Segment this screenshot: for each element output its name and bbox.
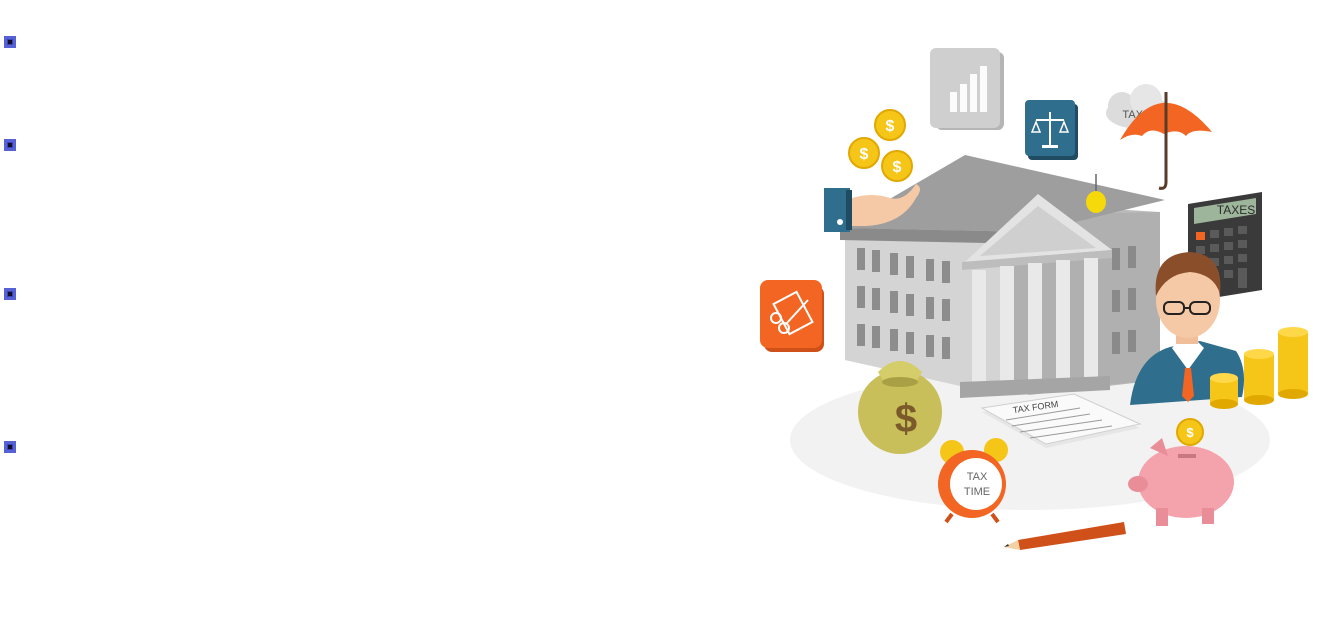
svg-text:$: $ — [886, 118, 895, 135]
tax-form-document-icon: TAX FORM — [980, 393, 1142, 448]
alarm-clock-icon: TAX TIME — [938, 438, 1008, 524]
coin-stack-icon — [1210, 327, 1308, 409]
bullet-marker-2 — [4, 139, 16, 151]
scissors-money-icon — [760, 280, 824, 352]
tax-illustration: $ $ $ TAXES — [760, 48, 1308, 550]
bullet-marker-4 — [4, 441, 16, 453]
bullet-marker-1 — [4, 36, 16, 48]
piggy-bank-icon: $ — [1128, 418, 1234, 526]
bar-chart-icon — [930, 48, 1004, 130]
svg-text:$: $ — [893, 159, 902, 176]
money-bag-icon: $ — [858, 361, 942, 454]
svg-text:TAX: TAX — [967, 471, 988, 483]
svg-text:$: $ — [860, 146, 869, 163]
coin-icon: $ — [881, 150, 913, 182]
svg-text:TAXES: TAXES — [1217, 203, 1255, 217]
coin-icon: $ — [874, 109, 906, 141]
hanging-coin-icon — [1086, 191, 1106, 213]
svg-text:TIME: TIME — [964, 486, 990, 498]
scales-justice-icon — [1025, 100, 1078, 160]
svg-text:$: $ — [1186, 425, 1194, 440]
coin-icon: $ — [848, 137, 880, 169]
bullet-marker-3 — [4, 288, 16, 300]
pencil-icon — [1004, 522, 1126, 550]
bank-building-icon — [840, 155, 1165, 398]
svg-text:$: $ — [895, 397, 917, 441]
umbrella-icon — [1120, 92, 1212, 190]
hand-coins-icon — [824, 184, 920, 232]
